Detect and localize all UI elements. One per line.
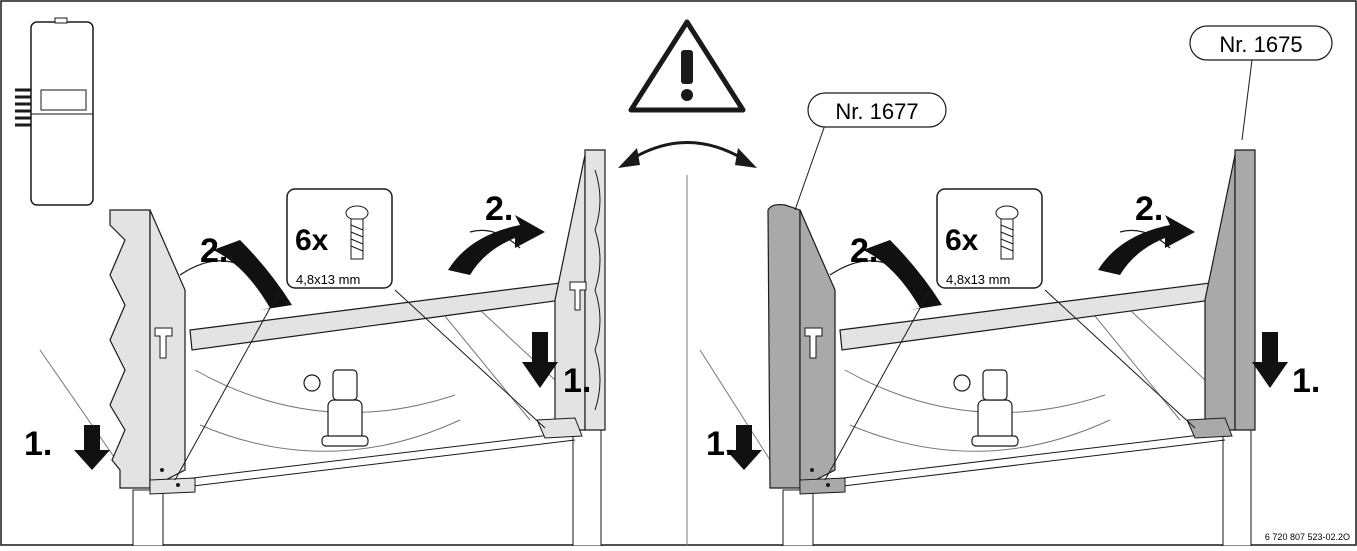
rotate-arrow-left-b xyxy=(448,215,545,275)
double-arrow-icon xyxy=(618,141,757,168)
screw-size-left: 4,8x13 mm xyxy=(296,272,360,287)
step1-label-left-a: 1. xyxy=(24,425,52,463)
figure-code: 6 720 807 523-02.2O xyxy=(1265,532,1350,542)
step1-label-right-b: 1. xyxy=(1292,362,1320,400)
frame-legs-left xyxy=(132,429,602,547)
screw-count-left: 6x xyxy=(295,224,329,257)
center-divider xyxy=(618,19,757,546)
step2-label-right-b: 2. xyxy=(1135,190,1163,228)
screw-size-right: 4,8x13 mm xyxy=(946,272,1010,287)
bracket-left-front xyxy=(109,209,196,495)
part-number-1677: Nr. 1677 xyxy=(835,99,918,124)
part-callout-right: Nr. 1675 xyxy=(1189,25,1333,141)
part-callout-left: Nr. 1677 xyxy=(794,92,947,211)
step2-label-right-a: 2. xyxy=(850,232,878,270)
down-arrow-left-a xyxy=(74,425,110,470)
step1-label-left-b: 1. xyxy=(563,362,591,400)
warning-triangle-icon xyxy=(628,19,746,113)
heater-unit-icon xyxy=(15,17,94,206)
step2-label-left-b: 2. xyxy=(485,190,513,228)
screw-callout-right: 6x 4,8x13 mm xyxy=(824,188,1196,481)
screw-icon xyxy=(995,205,1019,260)
step1-label-right-a: 1. xyxy=(706,425,734,463)
step2-label-left-a: 2. xyxy=(200,232,228,270)
down-arrow-right-a xyxy=(726,425,762,470)
screw-callout-left: 6x 4,8x13 mm xyxy=(174,188,546,481)
frame-legs-right xyxy=(782,429,1252,547)
valve-right xyxy=(953,369,1019,447)
screw-icon xyxy=(345,205,369,260)
left-panel: 2. 2. 1. 1. 6x 4,8x13 mm xyxy=(15,17,606,547)
rotate-arrow-left-a xyxy=(213,240,292,310)
bracket-right-front xyxy=(767,203,846,495)
bracket-right-back xyxy=(1186,149,1256,439)
down-arrow-right-b xyxy=(1252,332,1288,388)
rotate-arrow-right-a xyxy=(863,240,942,310)
valve-left xyxy=(303,369,369,447)
bracket-left-back xyxy=(536,149,606,439)
rotate-arrow-right-b xyxy=(1098,215,1195,275)
part-number-1675: Nr. 1675 xyxy=(1219,32,1302,57)
down-arrow-left-b xyxy=(522,332,558,388)
right-panel: 2. 2. 1. 1. 6x 4,8x13 mm Nr. 1677 Nr. 16… xyxy=(699,25,1350,547)
screw-count-right: 6x xyxy=(945,224,979,257)
